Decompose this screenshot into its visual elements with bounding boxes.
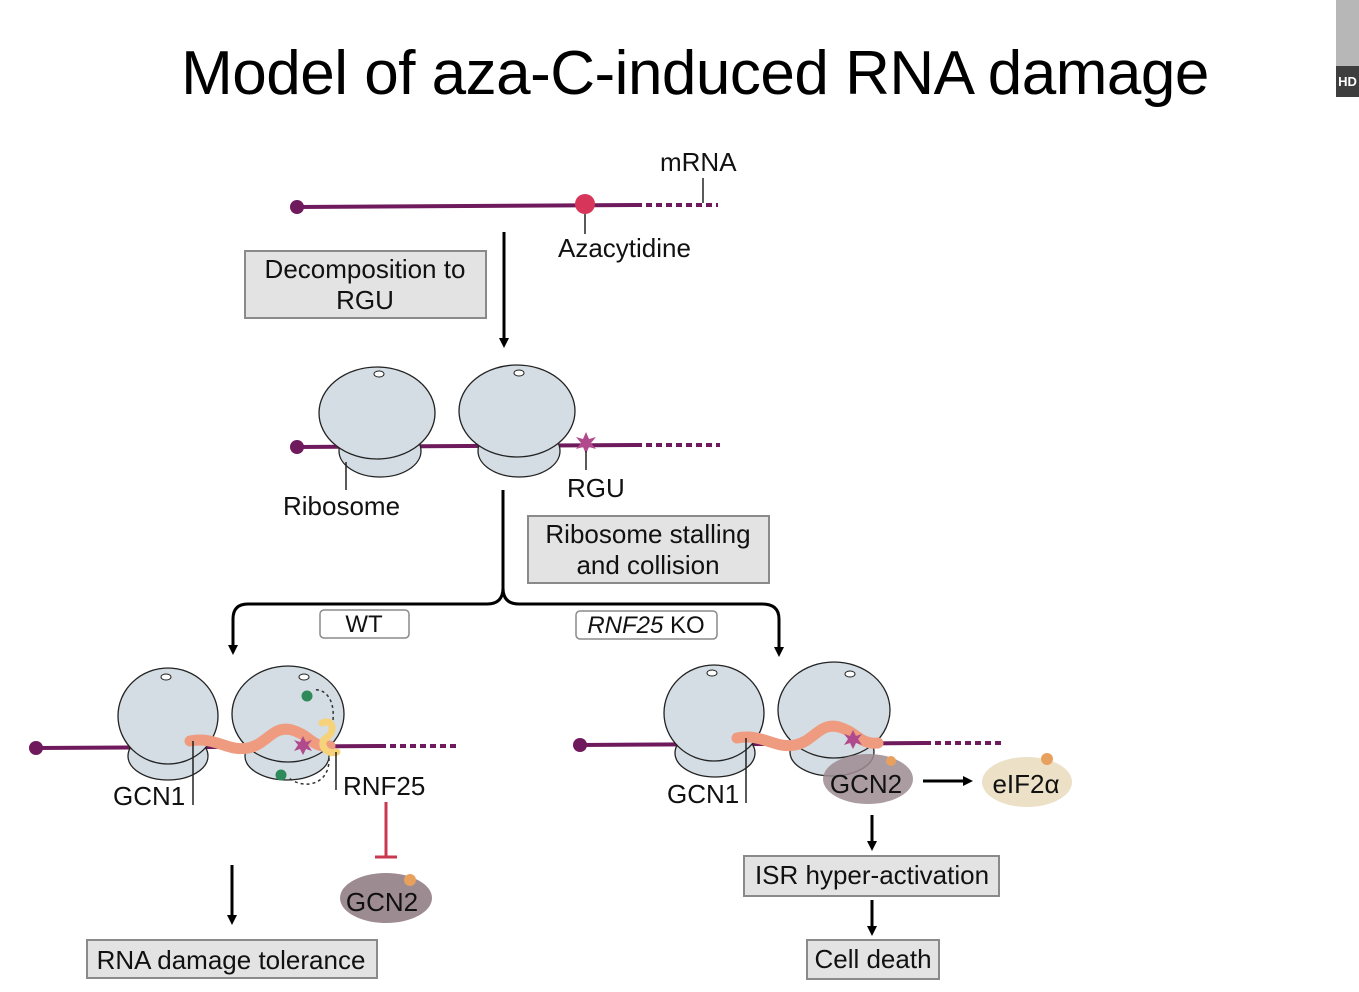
ko-ribosome-1-pore bbox=[706, 669, 718, 677]
stalling-box: Ribosome stalling and collision bbox=[527, 515, 770, 584]
stalling-text-line1: Ribosome stalling bbox=[545, 519, 750, 549]
wt-collided-ribosomes: GCN1 RNF25 bbox=[29, 665, 458, 811]
ko-mrna-cap bbox=[573, 738, 587, 752]
gcn2-inhibited: GCN2 bbox=[340, 873, 432, 923]
wt-ribosome-2-pore bbox=[298, 673, 310, 681]
wt-tag: WT bbox=[319, 609, 410, 639]
cell-death-label: Cell death bbox=[814, 944, 931, 974]
isr-label: ISR hyper-activation bbox=[755, 860, 989, 890]
tolerance-label: RNA damage tolerance bbox=[97, 945, 366, 975]
eif2a-blob bbox=[982, 757, 1072, 807]
ko-ribosome-2-pore bbox=[844, 670, 856, 678]
ko-label: RNF25 KO bbox=[587, 612, 704, 639]
gcn2-active-dot bbox=[886, 756, 896, 766]
wt-mrna-cap bbox=[29, 741, 43, 755]
ribosome-2-pore bbox=[513, 369, 525, 377]
ribosome-1-large-subunit bbox=[318, 366, 436, 460]
decomposition-box: Decomposition to RGU bbox=[244, 250, 487, 319]
ko-gcn1-label: GCN1 bbox=[667, 779, 739, 809]
wt-ribosome-1-pore bbox=[160, 673, 172, 681]
gcn2-active-blob bbox=[823, 754, 913, 804]
stalling-text-line2: and collision bbox=[576, 550, 719, 580]
ko-collided-ribosomes: GCN1 GCN2 bbox=[573, 661, 1003, 809]
mrna-middle-cap bbox=[290, 440, 304, 454]
ribosome-2-large-subunit bbox=[458, 364, 576, 458]
mrna-label: mRNA bbox=[660, 147, 737, 177]
eif2a-label: eIF2α bbox=[992, 769, 1059, 799]
wt-label: WT bbox=[345, 611, 383, 638]
decomposition-text-line1: Decomposition to bbox=[265, 254, 466, 284]
tolerance-box-bg bbox=[86, 939, 378, 979]
wt-ubiquitin-top bbox=[301, 690, 313, 702]
decomposition-text-line2: RGU bbox=[336, 285, 394, 315]
gcn2-active-label: GCN2 bbox=[830, 769, 902, 799]
wt-ub-arrow-top bbox=[312, 689, 334, 721]
arrow-branch-wt bbox=[228, 490, 505, 655]
eif2a-node: eIF2α bbox=[982, 753, 1072, 807]
wt-gcn1-strand bbox=[184, 723, 336, 755]
wt-tag-bg bbox=[319, 609, 410, 639]
arrow-branch-ko bbox=[501, 587, 784, 657]
rgu-label: RGU bbox=[567, 473, 625, 503]
ko-suffix: KO bbox=[663, 612, 704, 639]
ko-tag: RNF25 KO bbox=[575, 610, 718, 640]
ko-gene-name: RNF25 bbox=[587, 612, 664, 639]
stalling-box-bg bbox=[527, 515, 770, 584]
hd-badge[interactable]: HD bbox=[1336, 66, 1359, 97]
azacytidine-dot bbox=[575, 194, 595, 214]
wt-rgu-star bbox=[294, 736, 312, 755]
decomposition-box-bg bbox=[244, 250, 487, 319]
gcn2-inhibited-dot bbox=[404, 874, 416, 886]
ko-tag-bg bbox=[575, 610, 718, 640]
ribosome-1-pore bbox=[373, 370, 385, 378]
wt-rnf25-protein bbox=[318, 718, 341, 757]
cell-death-box: Cell death bbox=[806, 939, 940, 980]
top-mrna: mRNA Azacytidine bbox=[290, 147, 737, 263]
wt-gcn1-label: GCN1 bbox=[113, 781, 185, 811]
isr-box-bg bbox=[743, 855, 1000, 897]
wt-ribosome-1-large-subunit bbox=[117, 667, 219, 765]
eif2a-phospho-dot bbox=[1041, 753, 1053, 765]
ko-ribosome-1-large-subunit bbox=[663, 664, 765, 762]
wt-rnf25-label: RNF25 bbox=[343, 771, 425, 801]
azacytidine-label: Azacytidine bbox=[558, 233, 691, 263]
cell-death-box-bg bbox=[806, 939, 940, 980]
gcn2-inhibited-label: GCN2 bbox=[346, 887, 418, 917]
wt-ub-arrow-bottom bbox=[288, 757, 330, 785]
middle-ribosomes: RGU Ribosome bbox=[283, 364, 720, 521]
isr-box: ISR hyper-activation bbox=[743, 855, 1000, 897]
wt-ubiquitin-bottom bbox=[275, 769, 287, 781]
rgu-star bbox=[576, 432, 596, 454]
mrna-5prime-cap bbox=[290, 200, 304, 214]
slide-title: Model of aza-C-induced RNA damage bbox=[181, 39, 1209, 108]
tolerance-box: RNA damage tolerance bbox=[86, 939, 378, 979]
ko-rgu-star bbox=[844, 730, 862, 749]
ribosome-label: Ribosome bbox=[283, 491, 400, 521]
